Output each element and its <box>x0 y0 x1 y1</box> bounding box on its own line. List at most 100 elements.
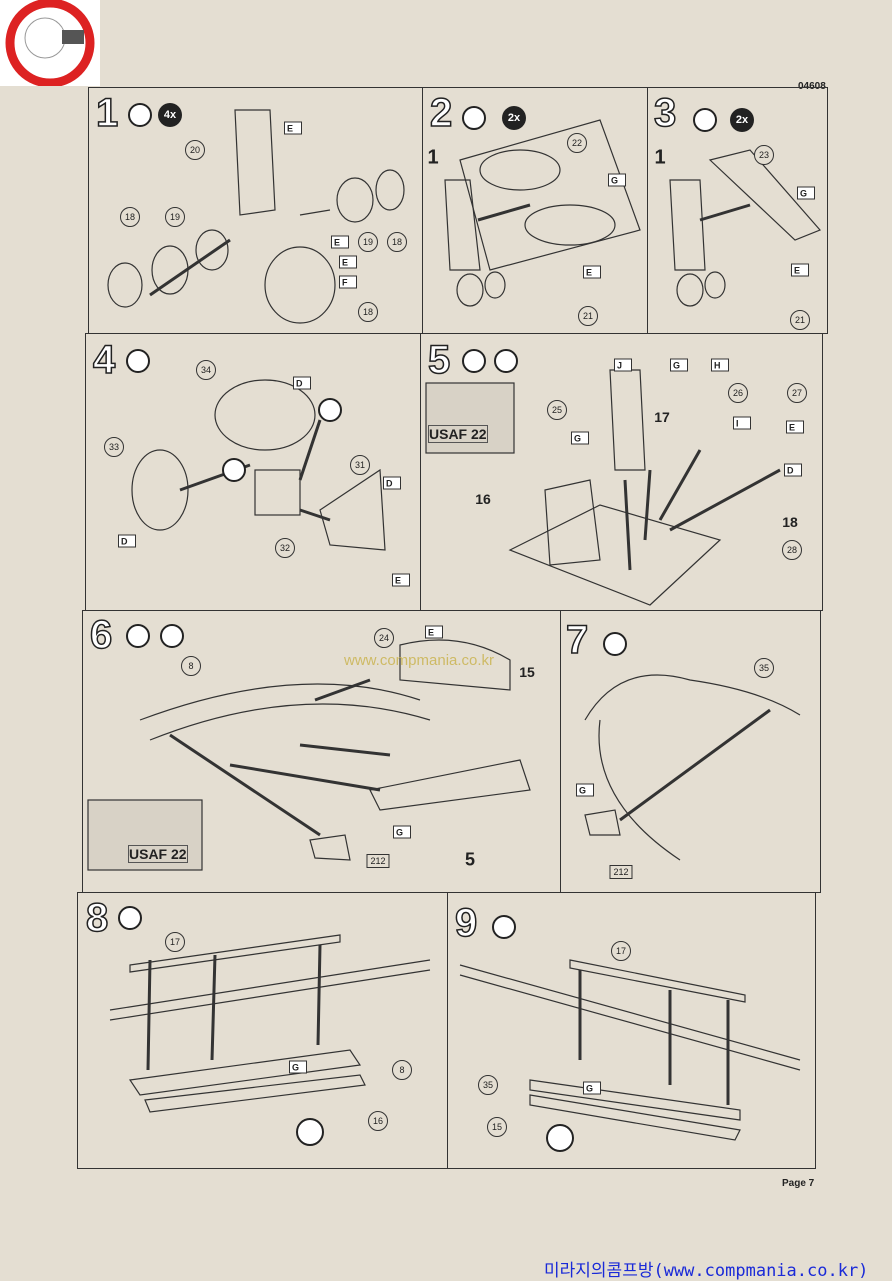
sprue-letter: D <box>383 476 401 490</box>
glue-icon <box>118 906 142 930</box>
sprue-letter: G <box>583 1081 601 1095</box>
part-number: 19 <box>165 207 185 227</box>
part-number: 25 <box>547 400 567 420</box>
step-number: 7 <box>565 618 589 662</box>
part-number: 16 <box>368 1111 388 1131</box>
part-number: 20 <box>185 140 205 160</box>
step-5-panel <box>420 333 823 611</box>
glue-icon <box>128 103 152 127</box>
glue-icon <box>492 915 516 939</box>
part-number: 17 <box>165 932 185 952</box>
decal-icon <box>494 349 518 373</box>
page-number: Page 7 <box>782 1178 815 1189</box>
sprue-letter: D <box>784 463 802 477</box>
sprue-letter: E <box>339 255 357 269</box>
no-glue-icon <box>222 458 246 482</box>
part-number: 18 <box>387 232 407 252</box>
step-number: 9 <box>454 901 478 945</box>
glue-icon <box>603 632 627 656</box>
part-number: 27 <box>787 383 807 403</box>
step-number: 4 <box>92 338 116 382</box>
sprue-letter: E <box>583 265 601 279</box>
part-number: 17 <box>611 941 631 961</box>
part-number: 8 <box>392 1060 412 1080</box>
quantity-badge: 2x <box>730 108 754 132</box>
part-number: 18 <box>358 302 378 322</box>
part-number: 26 <box>728 383 748 403</box>
part-box: 212 <box>366 854 390 868</box>
part-box: 212 <box>609 865 633 879</box>
decal-number: 15 <box>519 664 535 680</box>
sprue-letter: G <box>289 1060 307 1074</box>
part-number: 33 <box>104 437 124 457</box>
no-glue-icon <box>296 1118 324 1146</box>
step-number: 2 <box>429 91 453 135</box>
part-number: 8 <box>181 656 201 676</box>
no-glue-icon <box>318 398 342 422</box>
sprue-letter: I <box>733 416 751 430</box>
compmania-logo <box>0 0 100 88</box>
step-2-panel <box>422 87 648 334</box>
glue-icon <box>462 349 486 373</box>
sprue-letter: G <box>571 431 589 445</box>
part-number: 35 <box>478 1075 498 1095</box>
step-4-panel <box>85 333 421 611</box>
ref-number: 1 <box>654 146 666 169</box>
step-number: 3 <box>653 91 677 135</box>
sprue-letter: E <box>425 625 443 639</box>
sprue-letter: E <box>331 235 349 249</box>
glue-icon <box>693 108 717 132</box>
sprue-letter: G <box>797 186 815 200</box>
no-glue-icon <box>546 1124 574 1152</box>
step-number: 5 <box>427 338 451 382</box>
quantity-badge: 2x <box>502 106 526 130</box>
part-number: 22 <box>567 133 587 153</box>
part-number: 32 <box>275 538 295 558</box>
sprue-letter: E <box>786 420 804 434</box>
part-number: 21 <box>790 310 810 330</box>
part-number: 31 <box>350 455 370 475</box>
part-number: 28 <box>782 540 802 560</box>
ref-number: 1 <box>427 146 439 169</box>
sprue-letter: F <box>339 275 357 289</box>
sprue-letter: E <box>791 263 809 277</box>
sprue-letter: E <box>284 121 302 135</box>
decal-sheet: USAF 22 <box>428 425 488 443</box>
watermark: www.compmania.co.kr <box>344 652 495 669</box>
part-number: 23 <box>754 145 774 165</box>
step-8-panel <box>77 892 448 1169</box>
footer-watermark: 미라지의콤프방(www.compmania.co.kr) <box>544 1261 869 1281</box>
sprue-letter: D <box>293 376 311 390</box>
step-7-panel <box>560 610 821 893</box>
decal-sheet: USAF 22 <box>128 845 188 863</box>
step-number: 8 <box>85 896 109 940</box>
sprue-letter: H <box>711 358 729 372</box>
glue-icon <box>126 624 150 648</box>
decal-icon <box>160 624 184 648</box>
sprue-letter: G <box>670 358 688 372</box>
decal-number: 16 <box>475 491 491 507</box>
decal-number: 18 <box>782 514 798 530</box>
part-number: 18 <box>120 207 140 227</box>
sprue-letter: G <box>608 173 626 187</box>
step-number: 1 <box>95 91 119 135</box>
step-number: 6 <box>89 613 113 657</box>
part-number: 15 <box>487 1117 507 1137</box>
ref-number: 5 <box>464 849 476 870</box>
part-number: 35 <box>754 658 774 678</box>
step-9-panel <box>447 892 816 1169</box>
sprue-letter: D <box>118 534 136 548</box>
sprue-letter: E <box>392 573 410 587</box>
glue-icon <box>126 349 150 373</box>
glue-icon <box>462 106 486 130</box>
part-number: 21 <box>578 306 598 326</box>
sprue-letter: J <box>614 358 632 372</box>
part-number: 34 <box>196 360 216 380</box>
part-number: 19 <box>358 232 378 252</box>
kit-code: 04608 <box>798 81 826 92</box>
part-number: 24 <box>374 628 394 648</box>
decal-number: 17 <box>654 409 670 425</box>
quantity-badge: 4x <box>158 103 182 127</box>
sprue-letter: G <box>576 783 594 797</box>
sprue-letter: G <box>393 825 411 839</box>
